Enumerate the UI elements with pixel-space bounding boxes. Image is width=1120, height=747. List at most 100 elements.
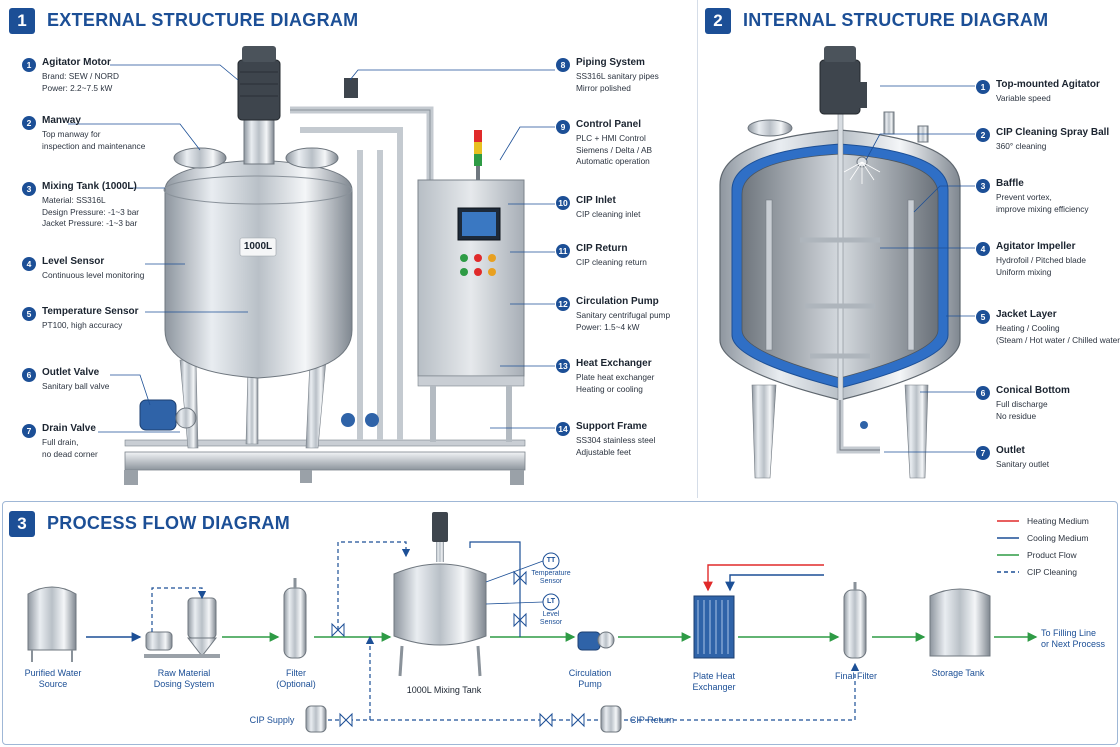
label-circulation-pump: Circulation Pump: [569, 668, 612, 690]
callout-desc: Full discharge No residue: [996, 399, 1048, 422]
desc-line: No residue: [996, 410, 1037, 421]
callout-desc: Variable speed: [996, 93, 1051, 105]
callout-desc: Heating / Cooling (Steam / Hot water / C…: [996, 323, 1120, 346]
desc-line: Prevent vortex,: [996, 192, 1052, 202]
callout-desc: Top manway for inspection and maintenanc…: [42, 129, 145, 152]
callout-number: 6: [22, 368, 36, 382]
callout-number: 3: [22, 182, 36, 196]
callout-number: 2: [22, 116, 36, 130]
callout-desc: Sanitary ball valve: [42, 381, 109, 393]
callout-desc: Plate heat exchanger Heating or cooling: [576, 372, 654, 395]
callout-desc: Sanitary outlet: [996, 459, 1049, 471]
callout-title: Heat Exchanger: [576, 358, 652, 369]
callout-desc: SS316L sanitary pipes Mirror polished: [576, 71, 659, 94]
desc-line: Variable speed: [996, 93, 1051, 103]
callout-number: 8: [556, 58, 570, 72]
section-number-2: 2: [705, 8, 731, 34]
label-line: Temperature: [531, 570, 571, 577]
label-line: Dosing System: [153, 679, 215, 689]
callout-title: Agitator Motor: [42, 57, 111, 68]
label-line: Filter: [285, 668, 306, 678]
desc-line: improve mixing efficiency: [996, 203, 1089, 214]
callout-title: Support Frame: [576, 421, 648, 432]
callout-number: 1: [976, 80, 990, 94]
label-line: Circulation: [568, 668, 612, 678]
callout-desc: CIP cleaning inlet: [576, 209, 640, 221]
callout-number: 7: [22, 424, 36, 438]
desc-line: 360° cleaning: [996, 141, 1047, 151]
external-leader-lines: [68, 64, 555, 433]
callout-title: Outlet Valve: [42, 367, 100, 378]
desc-line: Uniform mixing: [996, 266, 1052, 277]
callout-number: 10: [556, 196, 570, 210]
desc-line: SS304 stainless steel: [576, 435, 656, 445]
callout-number: 9: [556, 120, 570, 134]
callout-title: Temperature Sensor: [42, 306, 139, 317]
desc-line: CIP cleaning inlet: [576, 209, 641, 219]
callout-number: 1: [22, 58, 36, 72]
desc-line: Heating / Cooling: [996, 323, 1060, 333]
callout-number: 11: [556, 244, 570, 258]
callout-number: 3: [976, 179, 990, 193]
label-line: Pump: [578, 679, 602, 689]
label-final-filter: Final Filter: [834, 671, 878, 681]
section-title-process: PROCESS FLOW DIAGRAM: [47, 513, 290, 533]
desc-line: Automatic operation: [576, 156, 650, 166]
desc-line: Heating or cooling: [576, 383, 643, 394]
legend-cooling-medium: Cooling Medium: [1027, 533, 1089, 543]
label-level-sensor: Level Sensor: [540, 611, 562, 627]
desc-line: Full discharge: [996, 399, 1048, 409]
callout-title: Level Sensor: [42, 256, 105, 267]
desc-line: Sanitary outlet: [996, 459, 1050, 469]
callout-number: 5: [976, 310, 990, 324]
desc-line: Top manway for: [42, 129, 101, 139]
internal-tank-drawing: [719, 46, 961, 479]
callout-number: 2: [976, 128, 990, 142]
lt-symbol: LT: [546, 598, 556, 605]
desc-line: Adjustable feet: [576, 446, 631, 457]
desc-line: Hydrofoil / Pitched blade: [996, 255, 1086, 265]
callout-desc: CIP cleaning return: [576, 257, 647, 269]
legend-product-flow: Product Flow: [1027, 550, 1077, 560]
callout-desc: PLC + HMI Control Siemens / Delta / AB A…: [576, 133, 652, 168]
callout-desc: PT100, high accuracy: [42, 320, 122, 332]
desc-line: Sanitary centrifugal pump: [576, 310, 671, 320]
label-storage-tank: Storage Tank: [931, 668, 985, 678]
callout-title: CIP Return: [576, 243, 628, 254]
callout-desc: 360° cleaning: [996, 141, 1046, 153]
tank-capacity-label: 1000L: [243, 241, 273, 252]
callout-number: 12: [556, 297, 570, 311]
label-line: To Filling Line: [1040, 628, 1097, 638]
callout-title: Agitator Impeller: [996, 241, 1076, 252]
label-line: Source: [38, 679, 68, 689]
label-cip-supply: CIP Supply: [249, 715, 295, 725]
process-flow-panel: [2, 501, 1118, 745]
callout-desc: Full drain, no dead corner: [42, 437, 98, 460]
callout-number: 4: [22, 257, 36, 271]
desc-line: Design Pressure: -1~3 bar: [42, 206, 140, 217]
label-filter: Filter (Optional): [276, 668, 316, 690]
desc-line: Material: SS316L: [42, 195, 106, 205]
callout-title: Baffle: [996, 178, 1024, 189]
label-line: Level: [542, 611, 560, 618]
label-line: or Next Process: [1040, 639, 1106, 649]
desc-line: no dead corner: [42, 448, 98, 459]
desc-line: Sanitary ball valve: [42, 381, 110, 391]
label-cip-return: CIP Return: [629, 715, 675, 725]
callout-title: Jacket Layer: [996, 309, 1057, 320]
callout-number: 4: [976, 242, 990, 256]
callout-title: Top-mounted Agitator: [996, 79, 1100, 90]
callout-desc: Brand: SEW / NORD Power: 2.2~7.5 kW: [42, 71, 119, 94]
label-temperature-sensor: Temperature Sensor: [531, 570, 570, 586]
label-line: Sensor: [539, 619, 563, 626]
desc-line: Mirror polished: [576, 82, 631, 93]
internal-leader-lines: [865, 85, 975, 453]
callout-number: 7: [976, 446, 990, 460]
callout-title: CIP Inlet: [576, 195, 616, 206]
label-heat-exchanger: Plate Heat Exchanger: [692, 671, 735, 693]
label-line: Plate Heat: [692, 671, 736, 681]
label-line: Purified Water: [24, 668, 82, 678]
callout-number: 14: [556, 422, 570, 436]
section-title-internal: INTERNAL STRUCTURE DIAGRAM: [743, 10, 1049, 30]
